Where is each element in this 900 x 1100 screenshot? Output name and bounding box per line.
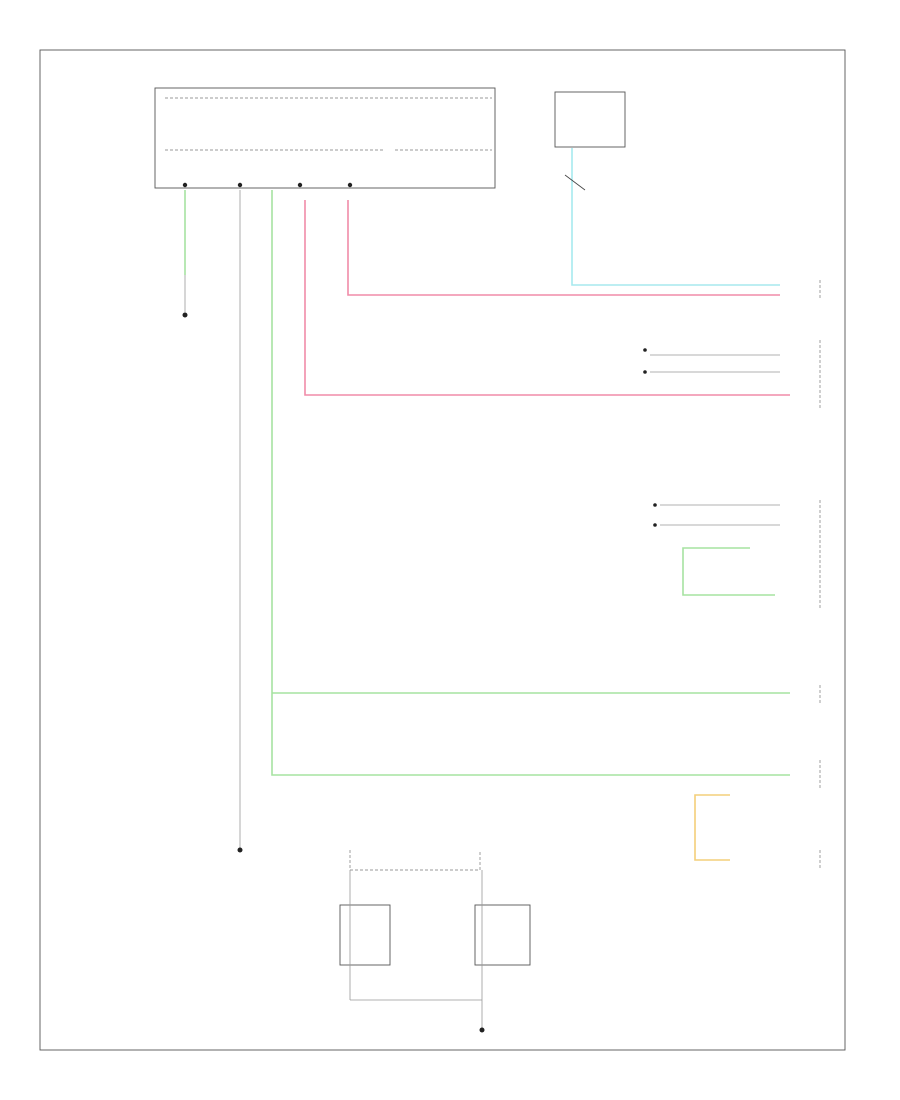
module-pins	[165, 149, 492, 188]
terminal-bottom-left	[237, 847, 243, 853]
wire-green-long	[271, 190, 790, 776]
ground-terminal-bottom	[479, 1027, 485, 1033]
top-module-box	[154, 87, 496, 189]
wire-green-loop	[682, 547, 775, 596]
right-terminals	[643, 348, 780, 527]
lamp-left-box	[339, 904, 391, 966]
wire-cyan	[571, 148, 780, 286]
wire-pink-1	[304, 200, 790, 396]
diagram-border	[39, 49, 846, 1051]
wire-pink-2	[347, 200, 780, 296]
fuse-box	[554, 91, 626, 148]
wire-orange	[694, 794, 730, 861]
fuse-switch	[564, 174, 586, 191]
lamp-circuit-dash	[349, 850, 481, 871]
ground-terminal-left	[182, 312, 188, 318]
lamp-right-box	[474, 904, 531, 966]
